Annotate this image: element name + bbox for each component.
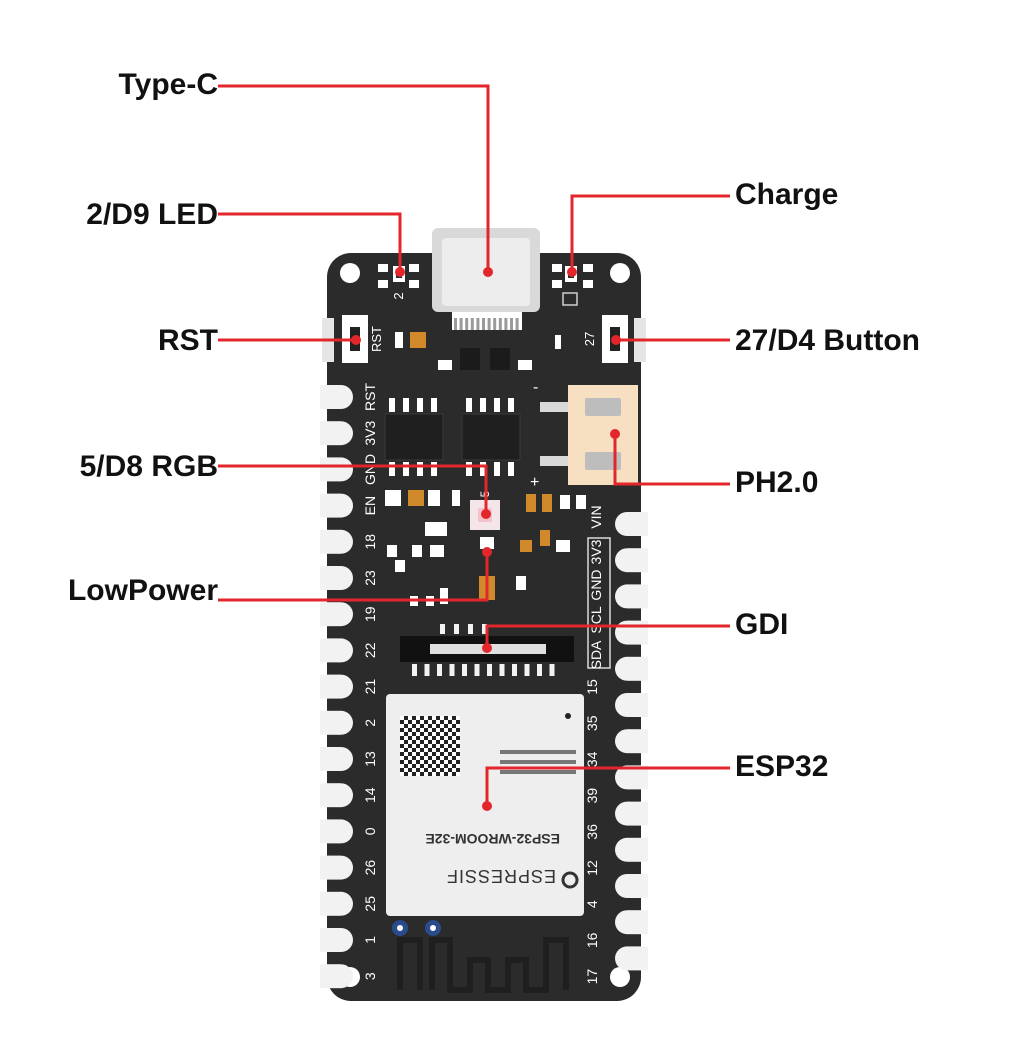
- vin-label: VIN: [588, 505, 604, 528]
- left-pin-header: [320, 385, 353, 989]
- left-pin-label: 23: [362, 570, 378, 586]
- left-pin-label: 13: [362, 751, 378, 767]
- right-pin-label: 39: [584, 788, 600, 804]
- callout-rst: RST: [158, 324, 218, 357]
- left-pin-label: 26: [362, 860, 378, 876]
- left-pin-label: GND: [362, 454, 378, 485]
- connector-plus-mark: +: [530, 474, 539, 491]
- callout-gdi: GDI: [735, 608, 789, 641]
- left-pin-label: 1: [362, 936, 378, 944]
- button-silk-number: 27: [582, 332, 597, 346]
- callout-dot-led: [395, 267, 405, 277]
- callout-dot-type-c: [483, 267, 493, 277]
- callout-esp32: ESP32: [735, 750, 829, 783]
- sda-label: SDA: [588, 640, 604, 669]
- right-pin-header: [615, 512, 648, 971]
- left-pin-label: 3V3: [362, 421, 378, 446]
- left-pin-label: 18: [362, 534, 378, 550]
- callout-line-type-c: [218, 84, 490, 272]
- right-pin-label: 35: [584, 715, 600, 731]
- connector-minus-mark: -: [533, 379, 538, 396]
- left-pin-label: 25: [362, 896, 378, 912]
- left-pin-label: RST: [362, 383, 378, 411]
- left-pin-label: 0: [362, 827, 378, 835]
- right-pin-label: 15: [584, 679, 600, 695]
- left-pin-label: 19: [362, 606, 378, 622]
- left-pin-label: 21: [362, 679, 378, 695]
- mount-hole-bottom-right: [610, 967, 630, 987]
- ic-left: [384, 413, 444, 461]
- right-pin-label: 12: [584, 860, 600, 876]
- left-pin-label: 22: [362, 642, 378, 658]
- gnd-right-label: GND: [588, 569, 604, 600]
- left-pin-label: 3: [362, 972, 378, 980]
- left-pin-label: 14: [362, 787, 378, 803]
- right-pin-label: 4: [584, 900, 600, 908]
- callout-dot-rgb: [481, 509, 491, 519]
- callout-dot-charge: [567, 267, 577, 277]
- left-pin-label: EN: [362, 496, 378, 515]
- callout-type-c: Type-C: [118, 68, 218, 101]
- left-pin-label: 2: [362, 719, 378, 727]
- callout-line-charge: [570, 194, 730, 272]
- callout-dot-esp32: [482, 801, 492, 811]
- esp32-brand-text: ESPRESSIF: [446, 866, 556, 886]
- callout-dot-button: [611, 335, 621, 345]
- callout-line-esp32: [485, 766, 730, 806]
- v3-right-label: 3V3: [588, 539, 604, 564]
- callout-line-rgb: [218, 464, 488, 514]
- callout-line-led: [218, 212, 402, 272]
- callout-button: 27/D4 Button: [735, 324, 921, 357]
- callout-dot-lowpower: [482, 547, 492, 557]
- rst-silk-label: RST: [369, 326, 384, 352]
- ic-right: [461, 413, 521, 461]
- callout-led: 2/D9 LED: [86, 198, 218, 231]
- mount-hole-top-left: [340, 263, 360, 283]
- scl-label: SCL: [588, 606, 604, 633]
- callout-rgb: 5/D8 RGB: [79, 450, 218, 483]
- right-pin-label: 17: [584, 969, 600, 985]
- callout-dot-ph: [610, 429, 620, 439]
- callout-dot-gdi: [482, 643, 492, 653]
- callout-ph: PH2.0: [735, 466, 819, 499]
- right-pin-label: 36: [584, 824, 600, 840]
- callout-dot-rst: [351, 335, 361, 345]
- callout-lowpower: LowPower: [67, 574, 218, 607]
- callout-line-ph: [613, 434, 730, 486]
- esp32-model-text: ESP32-WROOM-32E: [425, 831, 560, 847]
- right-pin-label: 16: [584, 932, 600, 948]
- mount-hole-top-right: [610, 263, 630, 283]
- led-silk-number: 2: [391, 292, 406, 299]
- right-pin-label: 34: [584, 751, 600, 767]
- pcb-antenna: [397, 937, 569, 993]
- qr-code: [400, 716, 460, 776]
- callout-line-gdi: [485, 624, 730, 648]
- callout-line-lowpower: [218, 552, 489, 602]
- callout-charge: Charge: [735, 178, 839, 211]
